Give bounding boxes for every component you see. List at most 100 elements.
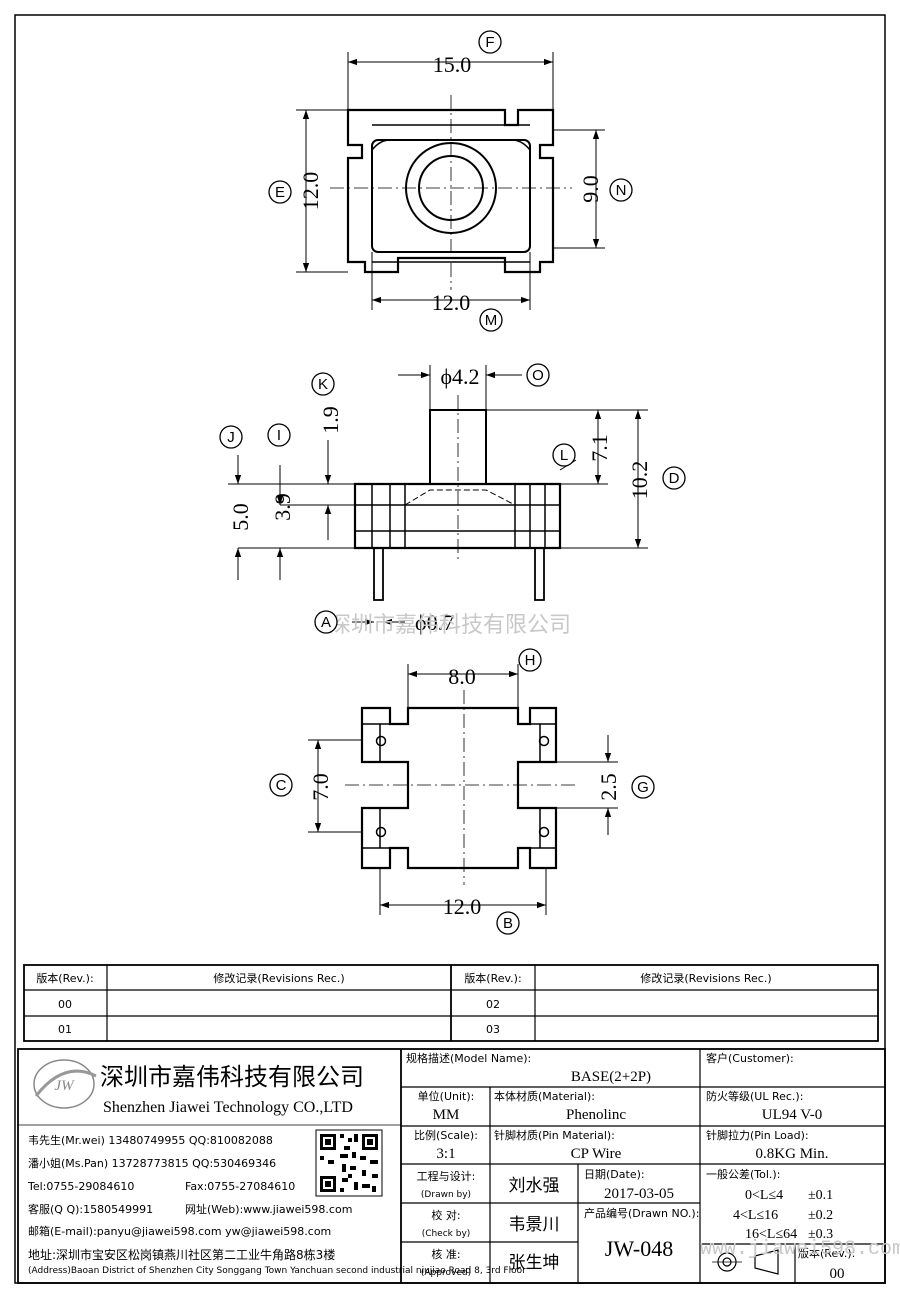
rec-header-left: 修改记录(Revisions Rec.)	[213, 971, 344, 985]
dim-top-bottom: 12.0	[432, 290, 471, 315]
tol-value: ±0.2	[808, 1208, 833, 1223]
balloon-o-label: O	[532, 367, 544, 384]
tol-range: 16<L≤64	[745, 1227, 797, 1242]
dim-5-0: 5.0	[228, 503, 253, 531]
balloon-c-label: C	[276, 777, 287, 794]
rev-header-right: 版本(Rev.):	[464, 971, 521, 985]
dim-bot-height: 7.0	[308, 773, 333, 801]
balloon-k-label: K	[318, 376, 328, 393]
dim-pin-dia: ϕ4.2	[440, 364, 479, 389]
company-address-en: (Address)Baoan District of Shenzhen City…	[28, 1266, 526, 1276]
company-name-en: Shenzhen Jiawei Technology CO.,LTD	[103, 1099, 353, 1116]
rev-row-right: 03	[486, 1023, 500, 1036]
dim-3-9: 3.9	[270, 493, 295, 521]
balloon-m	[479, 308, 503, 332]
rev-row-right: 02	[486, 998, 500, 1011]
material-label: 本体材质(Material):	[494, 1089, 595, 1103]
contact-wei: 韦先生(Mr.wei) 13480749955 QQ:810082088	[28, 1133, 273, 1147]
drawn-label: 工程与设计:	[417, 1170, 476, 1183]
bottom-view	[308, 664, 618, 915]
approved-value: 张生坤	[509, 1253, 560, 1273]
drawn-no-label: 产品编号(Drawn NO.):	[584, 1206, 699, 1220]
scale-value: 3:1	[436, 1146, 455, 1162]
model-label: 规格描述(Model Name):	[406, 1051, 531, 1065]
balloon-b	[496, 911, 520, 935]
dim-top-inner: 9.0	[578, 175, 603, 203]
logo-text: JW	[54, 1078, 75, 1094]
company-fax: Fax:0755-27084610	[185, 1180, 295, 1193]
side-view	[228, 365, 648, 626]
balloon-f-label: F	[485, 34, 494, 51]
balloon-g-label: G	[637, 779, 649, 796]
balloon-f	[478, 30, 502, 54]
dim-top-height: 12.0	[298, 172, 323, 211]
approved-label: 核 准:	[431, 1247, 460, 1261]
revision-table	[23, 964, 879, 1042]
balloon-g	[631, 775, 655, 799]
pin-load-value: 0.8KG Min.	[756, 1146, 829, 1162]
balloon-n-label: N	[616, 182, 627, 199]
drawn-label-en: (Drawn by)	[421, 1190, 471, 1200]
balloon-j	[219, 425, 243, 449]
tol-label: 一般公差(Tol.):	[706, 1167, 780, 1181]
dim-bot-bottom: 12.0	[443, 894, 482, 919]
check-value: 韦景川	[509, 1215, 560, 1235]
balloon-a-label: A	[321, 614, 331, 631]
balloon-k	[311, 372, 335, 396]
ul-label: 防火等级(UL Rec.):	[706, 1089, 803, 1103]
material-value: Phenolinc	[566, 1107, 626, 1123]
date-value: 2017-03-05	[604, 1186, 674, 1202]
approved-label-en: (Approved)	[421, 1268, 471, 1278]
dim-7-1: 7.1	[587, 434, 612, 462]
company-email: 邮箱(E-mail):panyu@jiawei598.com yw@jiawei…	[28, 1224, 331, 1238]
check-label: 校 对:	[431, 1208, 460, 1222]
pin-load-label: 针脚拉力(Pin Load):	[706, 1128, 809, 1142]
balloon-e-label: E	[275, 184, 285, 201]
balloon-h-label: H	[525, 652, 536, 669]
rev-value: 00	[830, 1266, 845, 1282]
dim-pin-wire: ϕ0.7	[415, 610, 454, 635]
drawn-no-value: JW-048	[605, 1236, 673, 1261]
company-address-cn: 地址:深圳市宝安区松岗镇燕川社区第二工业牛角路8栋3楼	[28, 1247, 335, 1262]
watermark-company: 深圳市嘉伟科技有限公司	[329, 613, 571, 638]
dim-1-9: 1.9	[318, 406, 343, 434]
qr-code	[315, 1129, 383, 1197]
balloon-h	[518, 648, 542, 672]
tol-range: 4<L≤16	[733, 1208, 778, 1223]
balloon-l	[552, 443, 576, 467]
balloon-o	[526, 363, 550, 387]
rev-header-left: 版本(Rev.):	[36, 971, 93, 985]
balloon-i	[267, 423, 291, 447]
tol-range: 0<L≤4	[745, 1188, 783, 1203]
dim-10-2: 10.2	[627, 461, 652, 500]
balloon-e	[268, 180, 292, 204]
balloon-n	[609, 178, 633, 202]
balloon-d	[662, 466, 686, 490]
top-view	[296, 52, 605, 310]
balloon-l-label: L	[560, 447, 568, 464]
company-name-cn: 深圳市嘉伟科技有限公司	[100, 1063, 364, 1091]
rev-row-left: 00	[58, 998, 72, 1011]
watermark-url: www.jiawei598.com	[700, 1238, 900, 1261]
balloon-j-label: J	[227, 429, 235, 446]
tol-value: ±0.3	[808, 1227, 833, 1242]
balloon-m-label: M	[485, 312, 498, 329]
unit-value: MM	[433, 1107, 460, 1123]
company-qq: 客服(Q Q):1580549991	[28, 1202, 153, 1216]
tol-value: ±0.1	[808, 1188, 833, 1203]
rev-label: 版本(Rev.):	[798, 1246, 855, 1260]
balloon-b-label: B	[503, 915, 513, 932]
company-web: 网址(Web):www.jiawei598.com	[185, 1202, 352, 1216]
model-value: BASE(2+2P)	[571, 1069, 651, 1085]
balloon-i-label: I	[277, 427, 281, 444]
balloon-d-label: D	[669, 470, 680, 487]
dim-bot-width: 8.0	[448, 664, 476, 689]
pin-material-value: CP Wire	[571, 1146, 622, 1162]
ul-value: UL94 V-0	[762, 1107, 822, 1123]
rec-header-right: 修改记录(Revisions Rec.)	[640, 971, 771, 985]
contact-pan: 潘小姐(Ms.Pan) 13728773815 QQ:530469346	[28, 1156, 276, 1170]
check-label-en: (Check by)	[422, 1229, 471, 1239]
balloon-c	[269, 773, 293, 797]
dim-top-width: 15.0	[433, 52, 472, 77]
title-block	[17, 1048, 886, 1284]
